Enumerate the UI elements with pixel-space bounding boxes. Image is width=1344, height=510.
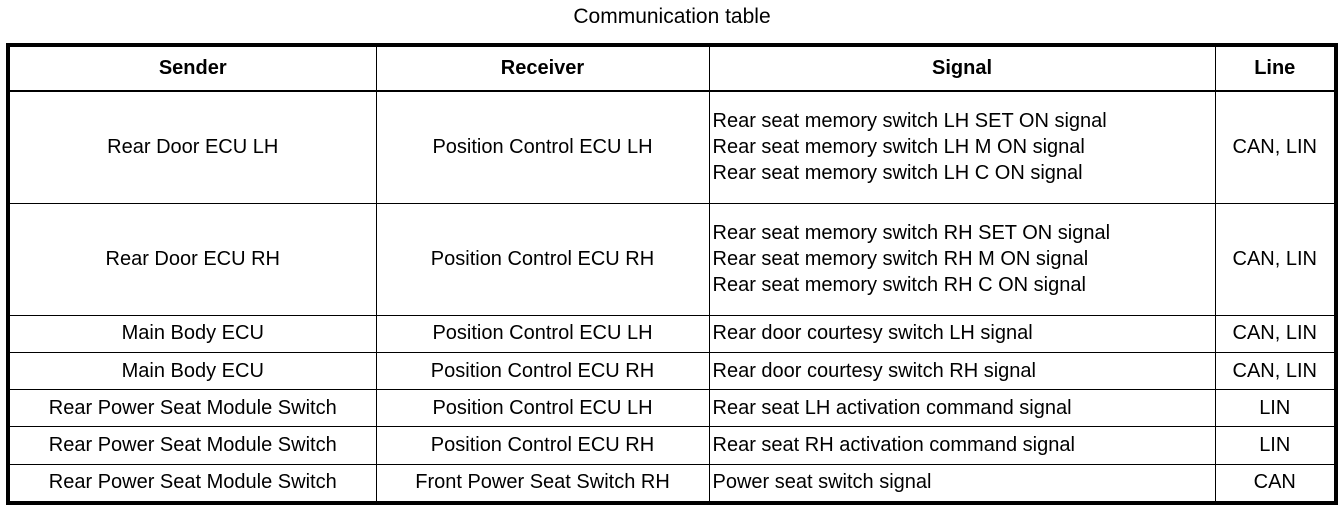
table-row: Rear Power Seat Module Switch Front Powe…: [10, 463, 1334, 501]
cell-line: CAN, LIN: [1214, 351, 1334, 391]
cell-line: LIN: [1214, 426, 1334, 465]
cell-receiver: Position Control ECU RH: [375, 426, 710, 465]
cell-line: CAN, LIN: [1214, 91, 1334, 204]
cell-sender: Rear Power Seat Module Switch: [10, 389, 377, 428]
cell-receiver: Position Control ECU LH: [375, 389, 710, 428]
cell-line: CAN, LIN: [1214, 314, 1334, 353]
cell-line: CAN, LIN: [1214, 202, 1334, 316]
header-line: Line: [1214, 47, 1334, 92]
signal-line: Rear seat memory switch LH SET ON signal: [712, 110, 1107, 133]
signal-line: Rear seat memory switch RH M ON signal: [712, 248, 1089, 271]
cell-signal: Power seat switch signal: [708, 463, 1216, 501]
signal-line: Rear seat memory switch RH C ON signal: [712, 274, 1086, 297]
signal-line: Rear seat memory switch RH SET ON signal: [712, 222, 1111, 245]
signal-line: Rear seat memory switch LH M ON signal: [712, 136, 1085, 159]
header-receiver: Receiver: [375, 47, 710, 92]
table-caption: Communication table: [573, 5, 771, 28]
table-row: Rear Power Seat Module Switch Position C…: [10, 389, 1334, 428]
cell-sender: Main Body ECU: [10, 314, 377, 353]
cell-receiver: Position Control ECU RH: [375, 351, 710, 391]
cell-signal: Rear seat LH activation command signal: [708, 389, 1216, 428]
cell-sender: Main Body ECU: [10, 351, 377, 391]
cell-signal: Rear seat RH activation command signal: [708, 426, 1216, 465]
cell-signal: Rear seat memory switch RH SET ON signal…: [708, 202, 1216, 316]
cell-receiver: Position Control ECU RH: [375, 202, 710, 316]
cell-receiver: Position Control ECU LH: [375, 314, 710, 353]
cell-sender: Rear Door ECU RH: [10, 202, 377, 316]
cell-line: LIN: [1214, 389, 1334, 428]
cell-signal: Rear door courtesy switch RH signal: [708, 351, 1216, 391]
table-header-row: Sender Receiver Signal Line: [10, 47, 1334, 92]
cell-line: CAN: [1214, 463, 1334, 501]
communication-table-frame: Sender Receiver Signal Line Rear Door EC…: [6, 43, 1338, 505]
cell-sender: Rear Power Seat Module Switch: [10, 463, 377, 501]
cell-sender: Rear Door ECU LH: [10, 91, 377, 204]
table-row: Rear Door ECU LH Position Control ECU LH…: [10, 91, 1334, 204]
cell-receiver: Front Power Seat Switch RH: [375, 463, 710, 501]
table-row: Rear Power Seat Module Switch Position C…: [10, 426, 1334, 465]
cell-signal: Rear seat memory switch LH SET ON signal…: [708, 91, 1216, 204]
signal-line: Rear seat memory switch LH C ON signal: [712, 162, 1083, 185]
header-signal: Signal: [708, 47, 1216, 92]
table-row: Main Body ECU Position Control ECU LH Re…: [10, 314, 1334, 353]
cell-signal: Rear door courtesy switch LH signal: [708, 314, 1216, 353]
table-row: Main Body ECU Position Control ECU RH Re…: [10, 351, 1334, 391]
table-row: Rear Door ECU RH Position Control ECU RH…: [10, 202, 1334, 316]
communication-table: Sender Receiver Signal Line Rear Door EC…: [10, 47, 1334, 501]
cell-sender: Rear Power Seat Module Switch: [10, 426, 377, 465]
cell-receiver: Position Control ECU LH: [375, 91, 710, 204]
header-sender: Sender: [10, 47, 377, 92]
